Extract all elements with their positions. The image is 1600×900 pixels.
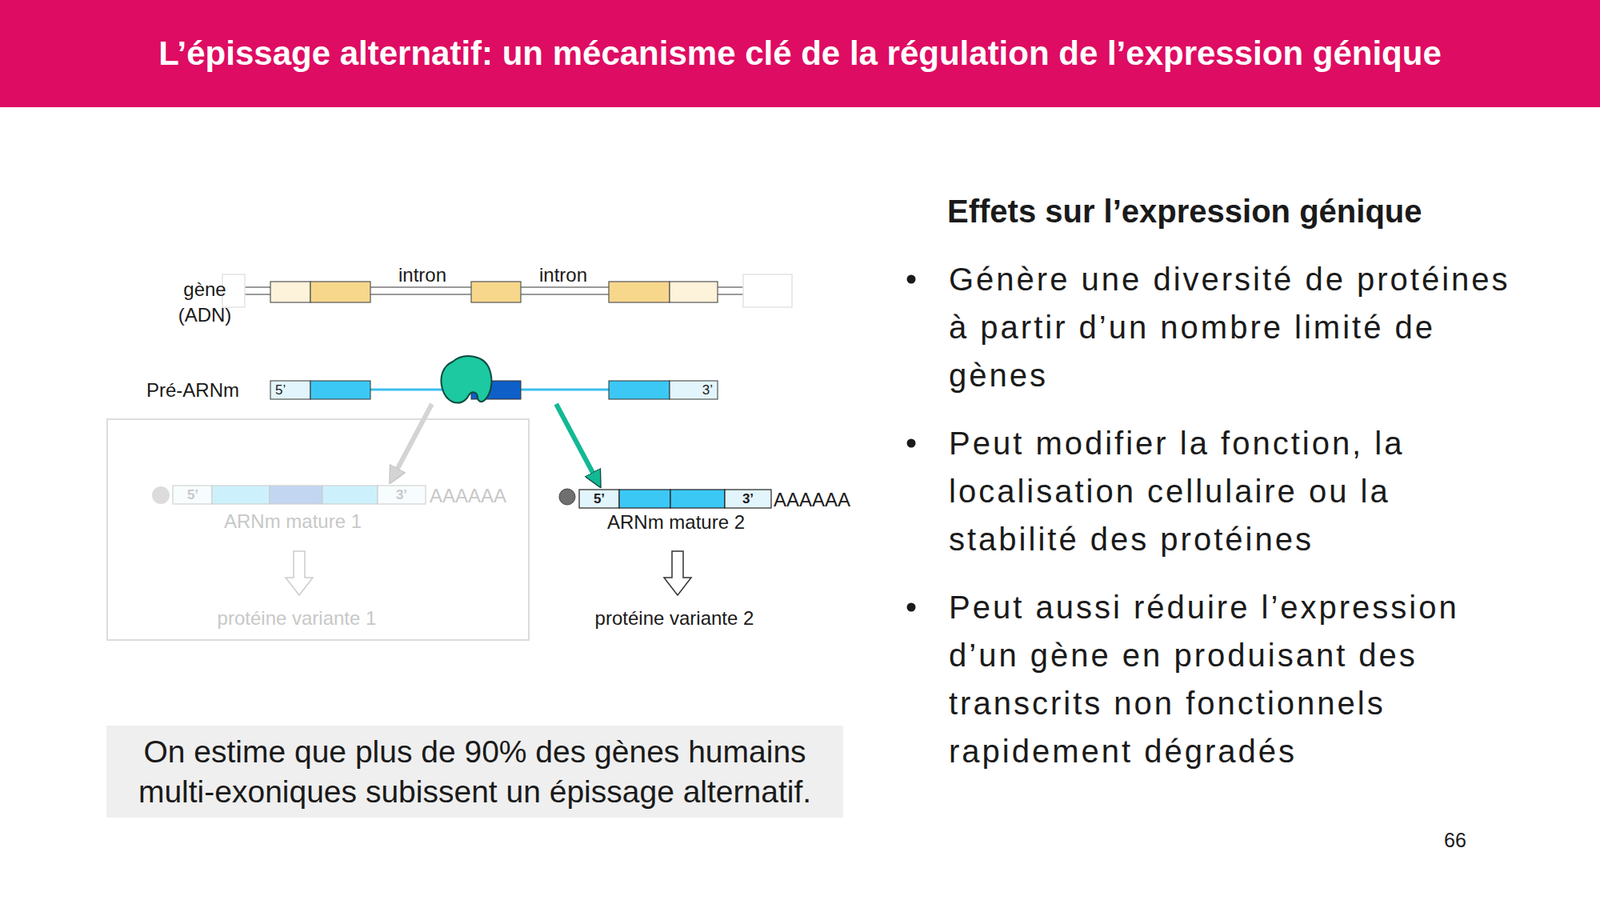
exon-box bbox=[619, 489, 671, 508]
poly-a-tail: AAAAAA bbox=[429, 484, 507, 508]
utr-box bbox=[724, 489, 772, 508]
flank-box bbox=[743, 274, 792, 308]
title-band: L’épissage alternatif: un mécanisme clé … bbox=[0, 0, 1600, 108]
protein-label: protéine variante 1 bbox=[217, 607, 377, 631]
pre-mrna-strip: Pré-ARNm5’3’ bbox=[270, 380, 718, 400]
bullet-text: Génère une diversité de protéines à part… bbox=[948, 255, 1519, 400]
utr-box bbox=[270, 380, 311, 400]
utr-box bbox=[579, 489, 620, 508]
poly-a-tail: AAAAAA bbox=[773, 488, 851, 512]
alternative-exon-box bbox=[269, 485, 323, 504]
mrna-label: ARNm mature 2 bbox=[607, 511, 745, 535]
exon-box bbox=[322, 485, 378, 504]
slide-title: L’épissage alternatif: un mécanisme clé … bbox=[158, 34, 1442, 73]
faded-mrna bbox=[152, 485, 426, 504]
end-label: 3’ bbox=[702, 381, 713, 398]
exon-box bbox=[310, 281, 371, 303]
gene-strip: gène (ADN)intronintron bbox=[244, 274, 744, 308]
intron-label: intron bbox=[539, 264, 588, 288]
protein-label: protéine variante 2 bbox=[595, 607, 755, 631]
exon-box bbox=[608, 380, 670, 400]
exon-box bbox=[670, 489, 725, 508]
bullet-dot bbox=[907, 439, 916, 448]
gene-label: gène (ADN) bbox=[172, 276, 237, 328]
exon-box bbox=[310, 380, 371, 400]
bullet-text: Peut modifier la fonction, la localisati… bbox=[948, 419, 1519, 564]
strand-label: Pré-ARNm bbox=[146, 378, 240, 402]
intron-line bbox=[520, 388, 609, 392]
utr-box bbox=[669, 281, 718, 303]
translation-arrow bbox=[285, 551, 313, 596]
faded-variant-panel: protéine variante 1 5’ 3’ AAAAAA ARNm mature… bbox=[106, 418, 530, 641]
bullet-text: Peut aussi réduire l’expression d’un gèn… bbox=[948, 583, 1519, 776]
bullet-dot bbox=[907, 275, 916, 284]
utr-box bbox=[172, 485, 212, 504]
intron-label: intron bbox=[398, 264, 447, 288]
end-label: 5’ bbox=[275, 381, 286, 398]
note-text: On estime que plus de 90% des gènes huma… bbox=[122, 732, 828, 812]
mrna-label: ARNm mature 1 bbox=[224, 510, 362, 534]
cap bbox=[559, 488, 576, 505]
end-label: 3’ bbox=[396, 486, 408, 503]
translation-arrow bbox=[664, 551, 692, 596]
end-label: 5’ bbox=[187, 486, 199, 503]
utr-box bbox=[669, 380, 718, 400]
end-label: 5’ bbox=[593, 490, 605, 507]
exon-box bbox=[608, 281, 670, 303]
splice-arrow bbox=[556, 404, 599, 484]
bullet-dot bbox=[907, 603, 916, 612]
mrna-strip: 5’3’AAAAAAARNm mature 1 bbox=[172, 485, 426, 504]
section-heading: Effets sur l’expression génique bbox=[947, 192, 1423, 231]
utr-box bbox=[377, 485, 426, 504]
faded-splice-arrow bbox=[392, 404, 432, 480]
cap bbox=[152, 486, 170, 504]
utr-box bbox=[270, 281, 311, 303]
note-box: On estime que plus de 90% des gènes huma… bbox=[106, 725, 844, 818]
exon-box bbox=[212, 485, 270, 504]
mrna-strip: 5’3’AAAAAAARNm mature 2 bbox=[579, 489, 772, 508]
exon-box bbox=[471, 281, 521, 303]
end-label: 3’ bbox=[742, 490, 754, 507]
spliceosome bbox=[441, 356, 492, 403]
page-number: 66 bbox=[1444, 828, 1467, 852]
